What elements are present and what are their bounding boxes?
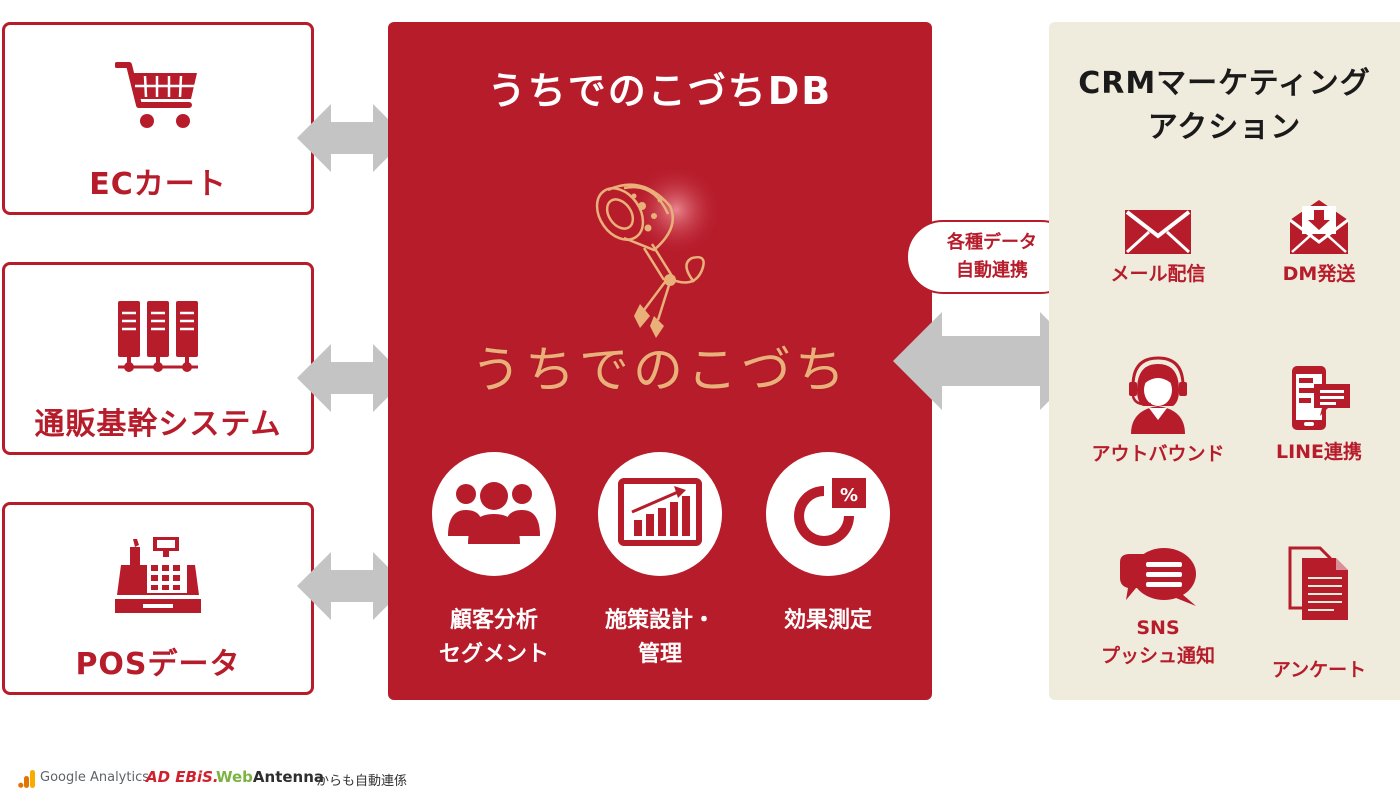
chat-bubbles-icon bbox=[1120, 548, 1196, 606]
document-icon bbox=[1288, 546, 1348, 620]
shopping-cart-icon bbox=[115, 62, 197, 128]
action-email: メール配信 bbox=[1073, 208, 1243, 288]
action-outbound: アウトバウンド bbox=[1073, 356, 1243, 468]
action-survey: アンケート bbox=[1234, 546, 1400, 684]
feature-label: 効果測定 bbox=[783, 608, 872, 633]
brand-name: うちでのこづち bbox=[471, 341, 849, 399]
feature-customer-analysis bbox=[432, 452, 556, 576]
source-label: POSデータ bbox=[75, 647, 241, 682]
adebis-logo: AD EBiS. bbox=[146, 768, 219, 786]
bidirectional-arrow-icon bbox=[297, 552, 407, 620]
action-sns-push: SNS プッシュ通知 bbox=[1073, 544, 1243, 670]
smartphone-chat-icon bbox=[1292, 366, 1350, 430]
crm-actions-panel: CRMマーケティング アクション メール配信 DM発送 bbox=[1049, 22, 1400, 700]
users-group-icon bbox=[448, 482, 540, 544]
action-label: DM発送 bbox=[1282, 263, 1356, 285]
bidirectional-arrow-icon bbox=[297, 344, 407, 412]
bar-chart-icon bbox=[618, 478, 702, 546]
crm-title: CRMマーケティング アクション bbox=[1078, 66, 1371, 145]
source-mail-order-system: 通販基幹システム bbox=[2, 262, 314, 455]
source-label: ECカート bbox=[89, 167, 227, 202]
footer-suffix: からも自動連係 bbox=[316, 774, 408, 789]
envelope-icon bbox=[1125, 210, 1191, 254]
bidirectional-arrow-large-icon bbox=[893, 312, 1089, 410]
action-label: メール配信 bbox=[1110, 263, 1206, 285]
db-title: うちでのこづちDB bbox=[487, 69, 833, 113]
action-line-integration: LINE連携 bbox=[1234, 364, 1400, 466]
bidirectional-arrow-icon bbox=[297, 104, 407, 172]
action-label: アウトバウンド bbox=[1091, 443, 1225, 465]
pie-chart-percent-icon: % bbox=[794, 478, 866, 546]
feature-label: 施策設計・ 管理 bbox=[604, 608, 715, 667]
server-rack-icon bbox=[118, 301, 198, 372]
feature-effect-measurement: % bbox=[766, 452, 890, 576]
action-label: SNS プッシュ通知 bbox=[1100, 617, 1215, 667]
feature-campaign-design bbox=[598, 452, 722, 576]
source-label: 通販基幹システム bbox=[34, 407, 282, 442]
action-direct-mail: DM発送 bbox=[1234, 198, 1400, 288]
feature-label: 顧客分析 セグメント bbox=[438, 608, 549, 667]
source-pos-data: POSデータ bbox=[2, 502, 314, 695]
action-label: アンケート bbox=[1271, 659, 1367, 681]
action-label: LINE連携 bbox=[1275, 441, 1363, 463]
google-analytics-logo-icon bbox=[18, 770, 35, 788]
cash-register-icon bbox=[115, 537, 201, 613]
webantenna-logo: WebAntenna bbox=[216, 768, 325, 786]
svg-text:%: % bbox=[840, 485, 858, 506]
source-ec-cart: ECカート bbox=[2, 22, 314, 215]
google-analytics-label: Google Analytics bbox=[40, 770, 150, 785]
lucky-mallet-logo-icon bbox=[595, 170, 722, 338]
direct-mail-icon bbox=[1289, 200, 1349, 254]
uchidenokozuchi-db-panel: うちでのこづちDB うちでのこづち bbox=[388, 22, 932, 700]
headset-operator-icon bbox=[1129, 356, 1187, 434]
